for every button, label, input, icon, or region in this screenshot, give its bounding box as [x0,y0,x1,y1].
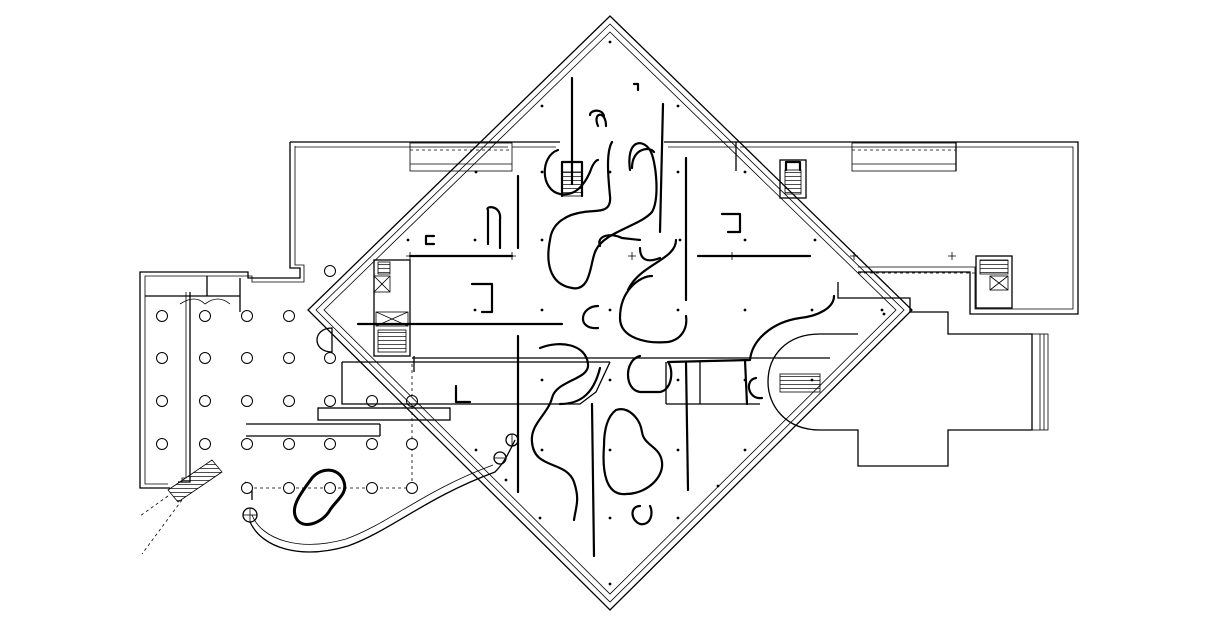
perimeter-columns [406,40,886,586]
kidney-pool [293,468,347,526]
right-wing [736,141,1079,467]
curved-partitions [424,82,836,526]
lobby-columns [156,265,418,494]
gallery-corridor [341,356,830,405]
left-wing [139,141,519,555]
diamond-hall [307,15,956,611]
